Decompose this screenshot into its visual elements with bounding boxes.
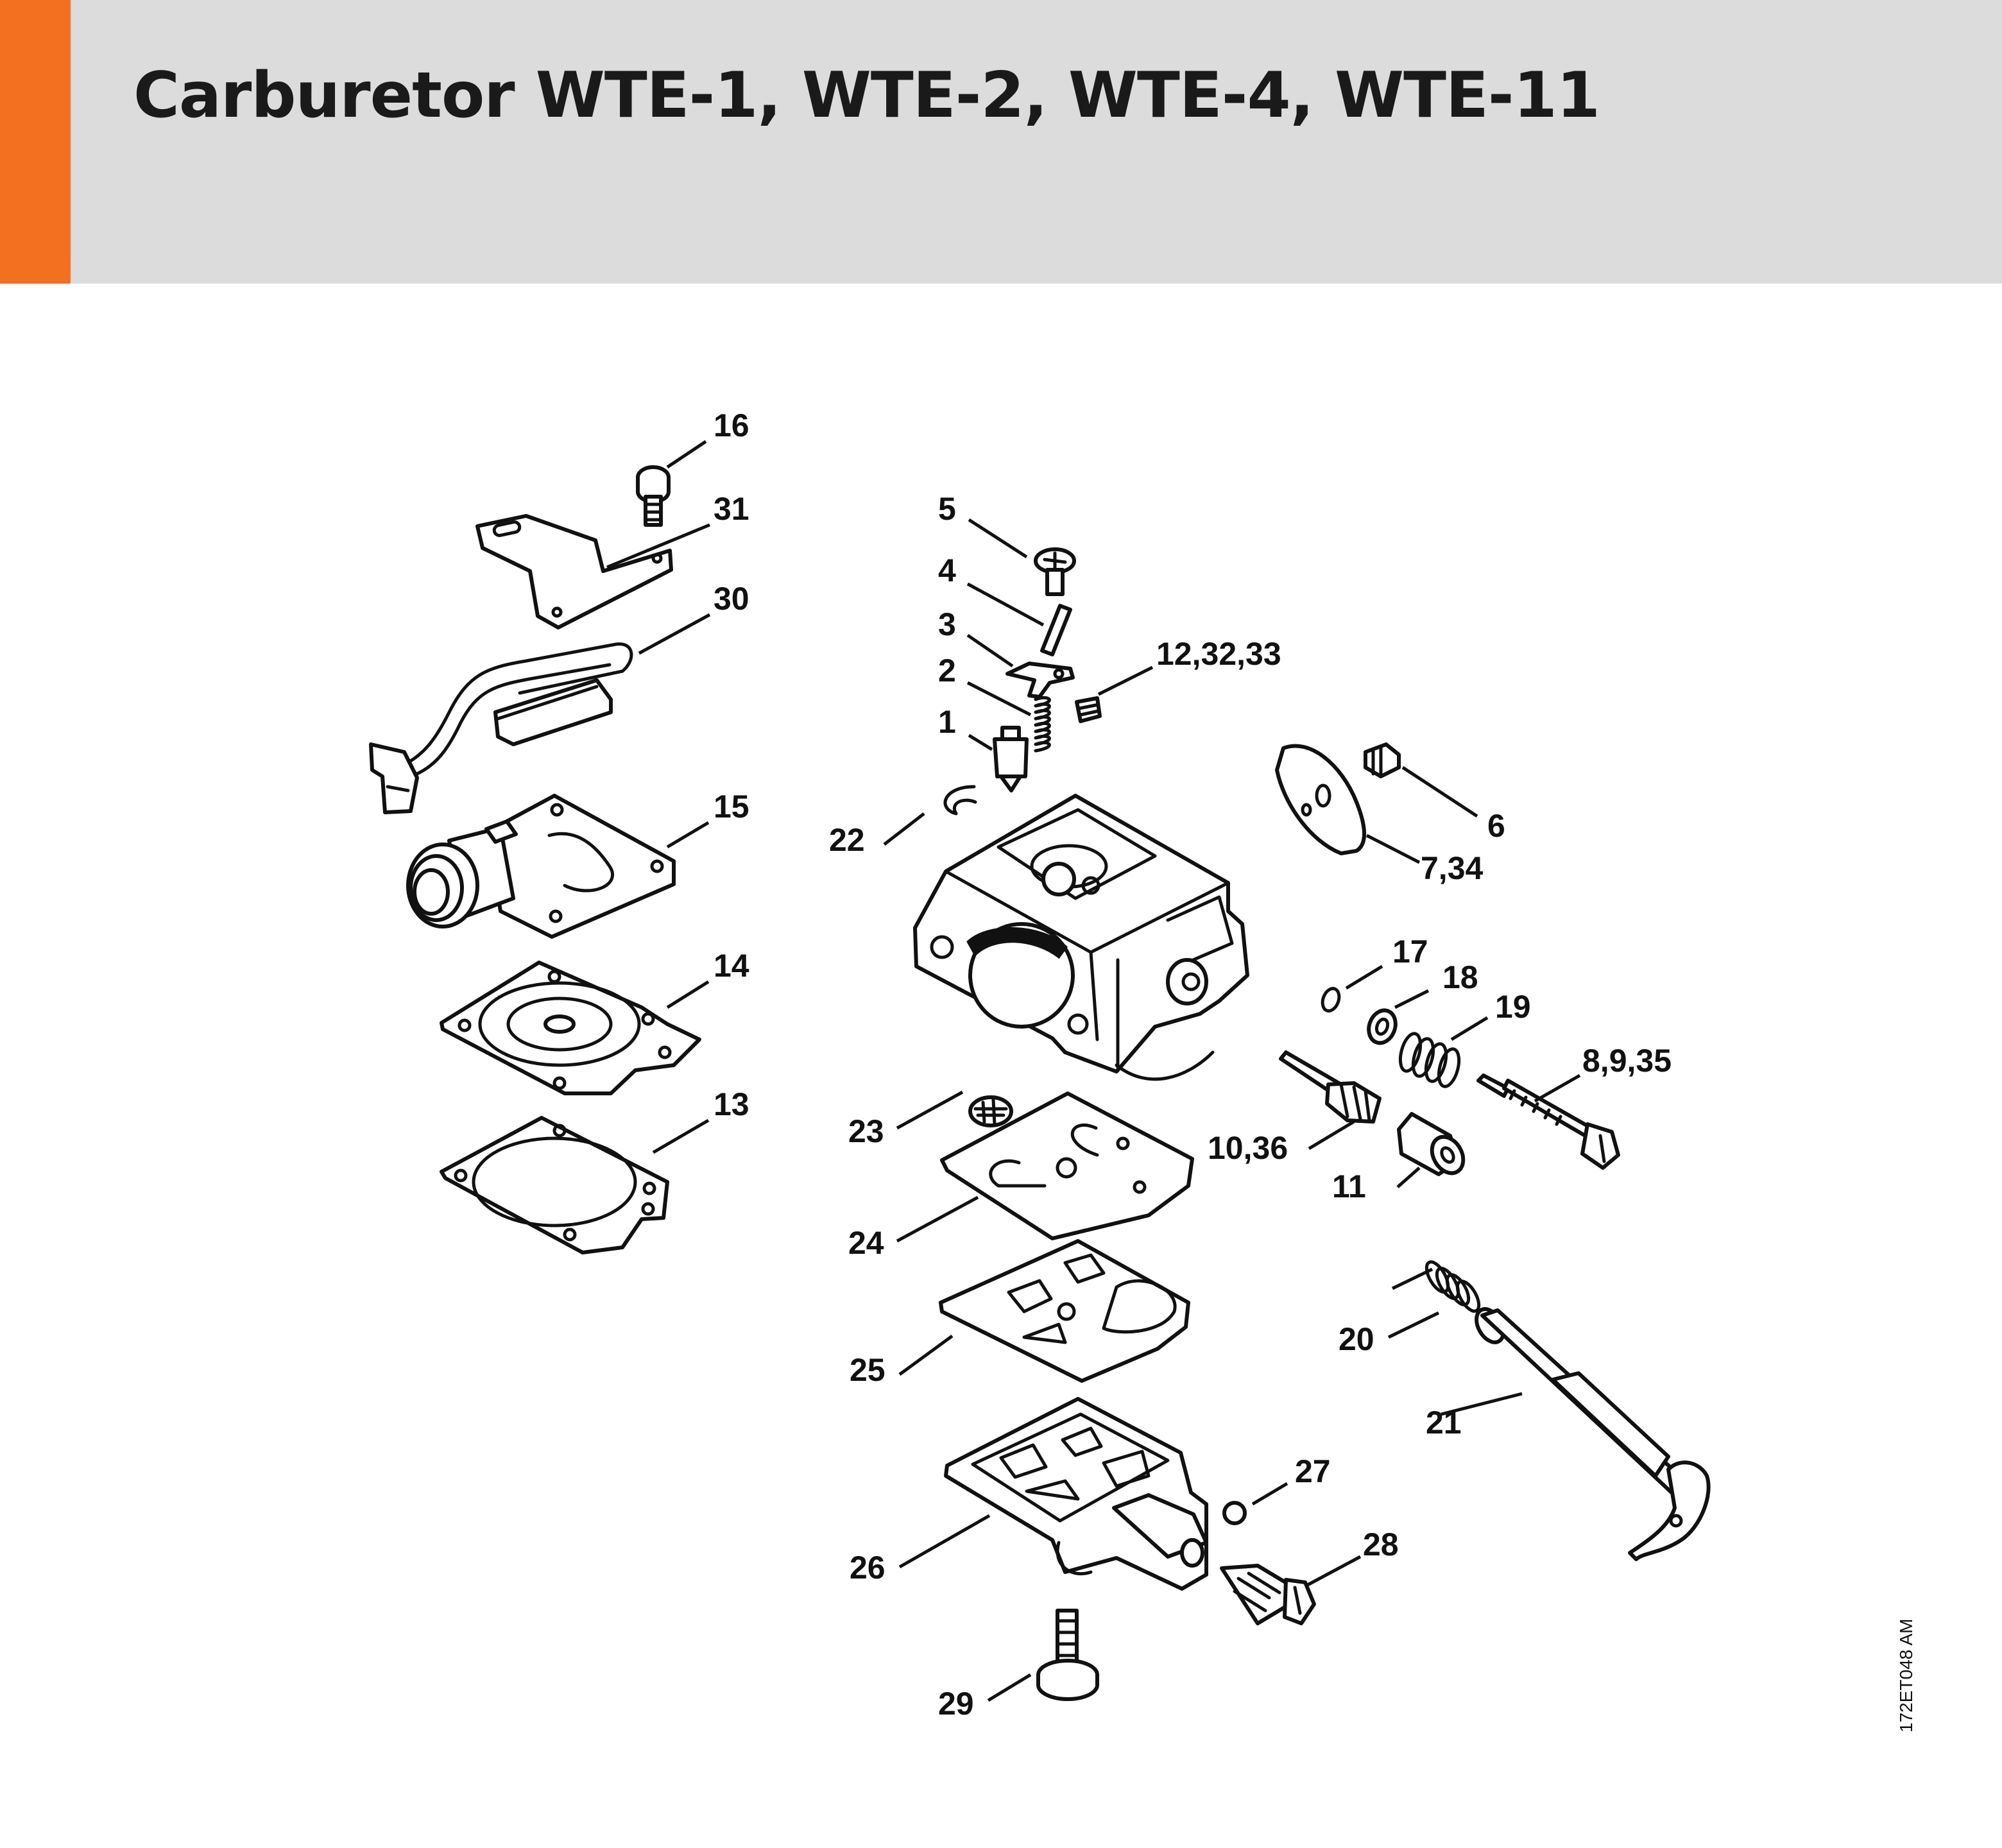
part-7-disk	[1275, 744, 1366, 855]
callout-8-9-35: 8,9,35	[1582, 1043, 1672, 1079]
callout-18: 18	[1442, 959, 1478, 995]
part-28-screw	[1220, 1564, 1316, 1625]
drawing-code: 172ET048 AM	[1896, 1618, 1916, 1733]
callout-6: 6	[1487, 808, 1505, 844]
part-21-throttle-shaft	[1475, 1307, 1711, 1561]
callout-14: 14	[714, 948, 749, 984]
part-19-spring	[1398, 1032, 1461, 1088]
part-29-screw	[1036, 1609, 1099, 1701]
part-6-plug-screw	[1364, 742, 1401, 778]
callout-5: 5	[938, 491, 956, 527]
callout-10-36: 10,36	[1208, 1130, 1288, 1166]
leader-lines	[606, 440, 1581, 1702]
callout-17: 17	[1392, 934, 1428, 970]
callout-labels: 16 31 30 15 14 13 5 4 3 2 1 12,32,33 22 …	[714, 407, 1672, 1722]
part-25-diaphragm	[939, 1239, 1190, 1383]
part-27-ball	[1222, 1501, 1247, 1525]
part-5-screw	[1034, 547, 1076, 596]
callout-27: 27	[1295, 1453, 1331, 1489]
callout-13: 13	[714, 1086, 749, 1122]
part-30-lever	[369, 642, 633, 814]
part-8-adjusting-screw	[1476, 1074, 1620, 1170]
callout-23: 23	[848, 1113, 884, 1149]
part-10-adjusting-screw	[1279, 1050, 1382, 1124]
part-13-gasket	[440, 1116, 669, 1254]
callout-7-34: 7,34	[1421, 850, 1484, 886]
callout-16: 16	[714, 407, 749, 443]
part-31-bracket	[475, 514, 673, 629]
callout-22: 22	[829, 822, 865, 858]
orange-accent-bar	[0, 0, 71, 284]
callout-15: 15	[714, 789, 749, 825]
callout-31: 31	[714, 491, 749, 527]
callout-28: 28	[1363, 1527, 1399, 1562]
callout-1: 1	[938, 704, 956, 740]
callout-3: 3	[938, 606, 956, 642]
part-18-washer	[1367, 1008, 1398, 1045]
callout-30: 30	[714, 581, 749, 617]
part-23-screen	[968, 1095, 1013, 1127]
callout-26: 26	[850, 1550, 886, 1586]
header-band	[0, 0, 2002, 284]
callout-20: 20	[1339, 1321, 1374, 1357]
part-15-pump-cover	[406, 794, 676, 939]
part-12-plug	[1075, 696, 1102, 723]
part-14-diaphragm	[440, 961, 701, 1095]
callout-24: 24	[848, 1225, 884, 1261]
callout-4: 4	[938, 552, 956, 588]
part-3-lever	[1005, 662, 1075, 699]
carburetor-body	[913, 794, 1249, 1081]
part-16-screw	[636, 465, 671, 527]
callout-25: 25	[850, 1352, 886, 1388]
part-26-pump-housing	[944, 1397, 1208, 1591]
callout-19: 19	[1495, 989, 1531, 1025]
callout-21: 21	[1426, 1405, 1462, 1441]
callout-12-32-33: 12,32,33	[1156, 636, 1281, 672]
part-17-o-ring	[1321, 987, 1341, 1013]
callout-29: 29	[938, 1686, 974, 1722]
page-title: Carburetor WTE-1, WTE-2, WTE-4, WTE-11	[133, 59, 1600, 132]
part-11-sleeve	[1397, 1112, 1466, 1176]
part-20-spring	[1425, 1260, 1481, 1313]
callout-2: 2	[938, 653, 956, 689]
part-2-spring	[1034, 696, 1051, 753]
part-24-gasket	[940, 1091, 1194, 1240]
part-4-pin	[1040, 604, 1072, 656]
callout-11: 11	[1332, 1168, 1366, 1204]
part-22-clip	[943, 785, 977, 816]
part-1-inlet-needle	[993, 726, 1029, 792]
